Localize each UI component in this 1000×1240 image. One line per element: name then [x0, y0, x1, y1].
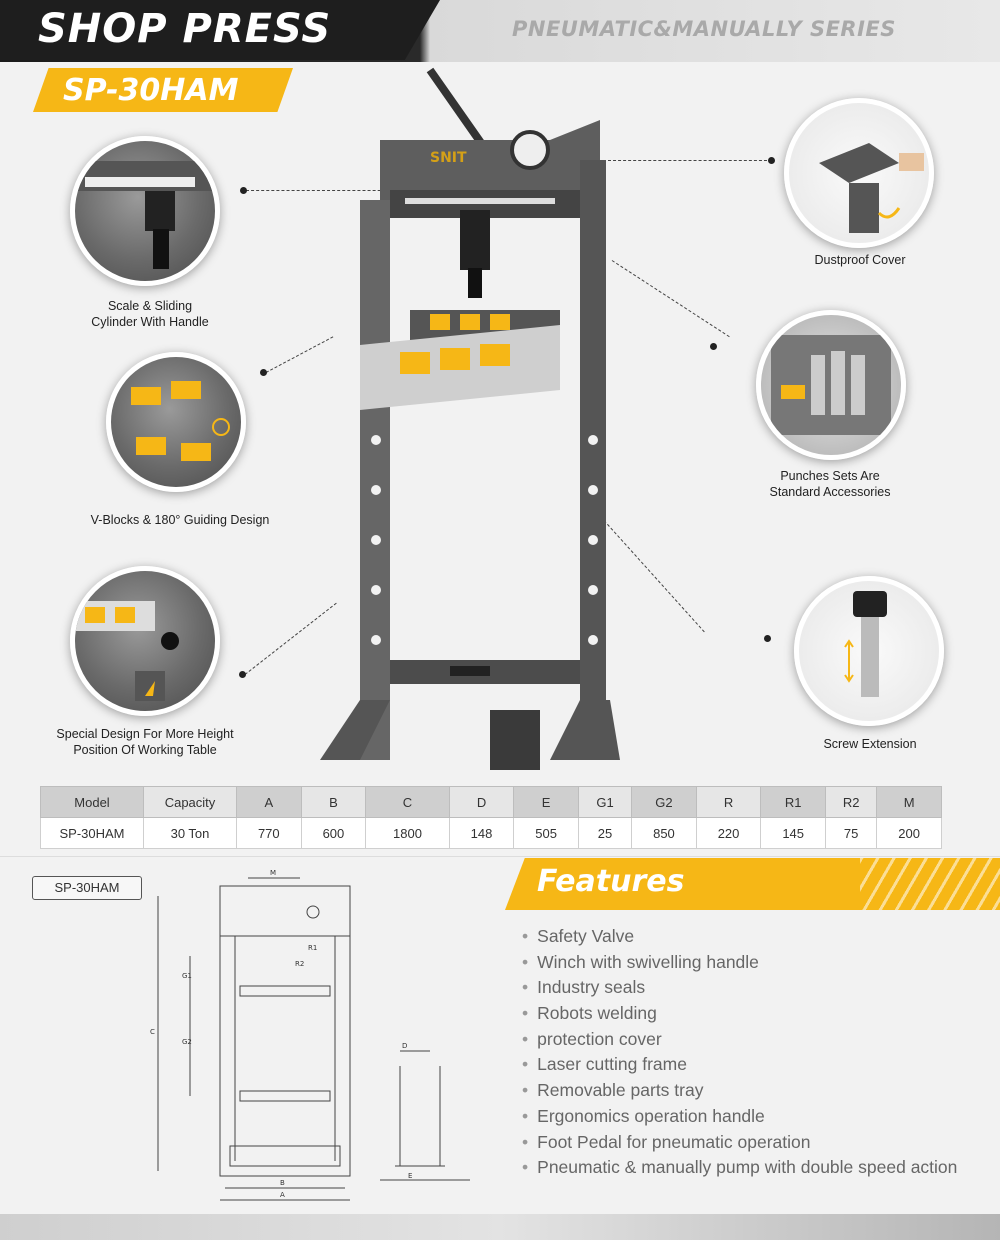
spec-header-a: A — [236, 786, 302, 818]
punches-set-image — [771, 335, 891, 435]
model-tag: SP-30HAM — [33, 68, 293, 112]
spec-cell: 30 Ton — [143, 817, 237, 849]
spec-table: Model Capacity A B C D E G1 G2 R R1 R2 M… — [40, 786, 942, 849]
features-list: Safety Valve Winch with swivelling handl… — [522, 924, 957, 1181]
scale-cylinder-image — [75, 161, 215, 269]
header-dark-panel — [0, 0, 440, 60]
detail-circle-punches — [756, 310, 906, 460]
leader-dot — [240, 187, 247, 194]
spec-table-header-row: Model Capacity A B C D E G1 G2 R R1 R2 M — [40, 786, 942, 818]
dim-label: C — [150, 1028, 155, 1036]
series-title: PNEUMATIC&MANUALLY SERIES — [512, 17, 896, 41]
spec-cell: 220 — [695, 817, 762, 849]
list-item: Winch with swivelling handle — [522, 950, 957, 976]
spec-cell: 850 — [631, 817, 697, 849]
dim-label: R1 — [308, 944, 317, 952]
leader-dot — [764, 635, 771, 642]
leader-line — [611, 260, 730, 338]
spec-header-r1: R1 — [760, 786, 826, 818]
spec-cell: 200 — [876, 817, 942, 849]
leader-dot — [710, 343, 717, 350]
detail-circle-screw — [794, 576, 944, 726]
detail-circle-dustproof — [784, 98, 934, 248]
vblocks-image — [131, 381, 230, 461]
spec-header-g2: G2 — [631, 786, 697, 818]
dim-label: R2 — [295, 960, 304, 968]
spec-cell: 505 — [513, 817, 579, 849]
spec-cell: 75 — [824, 817, 878, 849]
list-item: Safety Valve — [522, 924, 957, 950]
spec-cell: 145 — [760, 817, 826, 849]
detail-circle-table-height — [70, 566, 220, 716]
spec-header-m: M — [876, 786, 942, 818]
leader-dot — [768, 157, 775, 164]
dim-label: A — [280, 1191, 285, 1199]
callout-label-dustproof: Dustproof Cover — [814, 253, 906, 267]
list-item: Ergonomics operation handle — [522, 1104, 957, 1130]
drawing-model-tag: SP-30HAM — [32, 876, 142, 900]
press-logo: SNIT — [430, 150, 467, 166]
page-title: SHOP PRESS — [38, 6, 332, 52]
callout-label-screw: Screw Extension — [823, 737, 917, 751]
spec-cell: SP-30HAM — [40, 817, 144, 849]
list-item: Removable parts tray — [522, 1078, 957, 1104]
screw-extension-image — [844, 591, 887, 697]
table-height-image — [75, 601, 179, 701]
spec-cell: 25 — [577, 817, 633, 849]
spec-header-g1: G1 — [577, 786, 633, 818]
dim-label: G2 — [182, 1038, 192, 1046]
spec-header-r: R — [695, 786, 762, 818]
spec-header-d: D — [448, 786, 515, 818]
spec-cell: 600 — [300, 817, 367, 849]
spec-header-b: B — [300, 786, 367, 818]
dim-label: G1 — [182, 972, 192, 980]
leader-dot — [239, 671, 246, 678]
spec-cell: 148 — [448, 817, 515, 849]
list-item: protection cover — [522, 1027, 957, 1053]
leader-dot — [260, 369, 267, 376]
callout-label-punches: Punches Sets Are Standard Accessories — [769, 469, 891, 499]
spec-header-e: E — [513, 786, 579, 818]
spec-header-c: C — [365, 786, 450, 818]
section-divider — [0, 856, 1000, 857]
list-item: Laser cutting frame — [522, 1052, 957, 1078]
detail-circle-vblocks — [106, 352, 246, 492]
spec-cell: 770 — [236, 817, 302, 849]
spec-header-r2: R2 — [824, 786, 878, 818]
leader-line — [608, 160, 772, 161]
spec-cell: 1800 — [365, 817, 450, 849]
footer-band — [0, 1214, 1000, 1240]
features-header-stripes — [860, 858, 1000, 910]
list-item: Pneumatic & manually pump with double sp… — [522, 1155, 957, 1181]
leader-line — [246, 190, 406, 191]
dustproof-cover-image — [819, 143, 924, 233]
dim-label: D — [402, 1042, 407, 1050]
dim-label: B — [280, 1179, 285, 1187]
features-title: Features — [537, 864, 685, 899]
detail-circle-scale — [70, 136, 220, 286]
model-tag-label: SP-30HAM — [63, 73, 239, 108]
callout-label-scale: Scale & Sliding Cylinder With Handle — [91, 299, 209, 329]
list-item: Robots welding — [522, 1001, 957, 1027]
dim-label: M — [270, 869, 276, 877]
technical-drawing: M G1 G2 C B A D E R1 R2 — [150, 869, 470, 1201]
callout-label-vblocks: V-Blocks & 180° Guiding Design — [90, 513, 270, 527]
list-item: Foot Pedal for pneumatic operation — [522, 1130, 957, 1156]
dim-label: E — [408, 1172, 412, 1180]
spec-header-model: Model — [40, 786, 144, 818]
shop-press-image: SNIT — [320, 67, 620, 770]
callout-label-table-height: Special Design For More Height Position … — [56, 727, 234, 757]
spec-header-capacity: Capacity — [143, 786, 237, 818]
table-row: SP-30HAM 30 Ton 770 600 1800 148 505 25 … — [40, 817, 942, 849]
list-item: Industry seals — [522, 975, 957, 1001]
